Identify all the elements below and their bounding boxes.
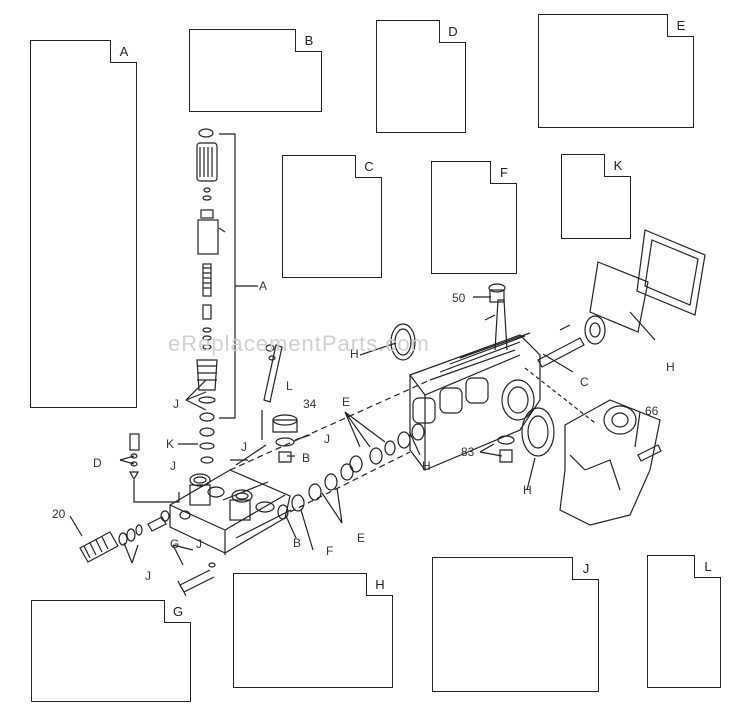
bearing-housing: [559, 399, 661, 526]
gasket-plates: [589, 229, 706, 333]
callout-h-right: H: [666, 360, 675, 374]
plug-34: [272, 414, 298, 463]
callout-j-34: J: [324, 432, 330, 446]
callout-j-upper: J: [173, 397, 179, 411]
kit-box-l[interactable]: L: [647, 555, 721, 688]
callout-g: G: [170, 537, 180, 551]
inlet-fitting-20: [79, 510, 170, 563]
kit-label-c: C: [355, 155, 382, 178]
bolt-66: [637, 444, 662, 462]
crankcase: [409, 283, 541, 471]
kit-label-f: F: [490, 161, 517, 184]
kit-box-j[interactable]: J: [432, 557, 599, 692]
kit-label-l: L: [694, 555, 721, 578]
kit-label-b: B: [295, 29, 322, 52]
callout-e-bottom: E: [357, 531, 366, 545]
callout-e-top: E: [342, 395, 351, 409]
callout-20: 20: [52, 507, 66, 521]
callout-j-left: J: [145, 569, 151, 583]
callout-j-g: J: [196, 537, 202, 551]
shaft-c: [537, 315, 606, 368]
callout-c: C: [580, 375, 589, 389]
kit-label-k: K: [604, 154, 631, 177]
callout-a: A: [259, 279, 268, 293]
callout-34: 34: [303, 397, 317, 411]
unloader-column: [196, 128, 226, 464]
callout-l: L: [286, 379, 293, 393]
kit-box-b[interactable]: B: [189, 29, 322, 112]
callout-k: K: [166, 437, 175, 451]
seal-h-left: [390, 323, 416, 361]
callout-h-left: H: [350, 347, 359, 361]
callout-h-seal: H: [422, 459, 431, 473]
kit-box-f[interactable]: F: [431, 161, 517, 274]
nipple-l: [235, 344, 283, 466]
manifold: [169, 469, 291, 555]
packing-stack: [222, 423, 425, 539]
callout-b-bottom: B: [293, 536, 302, 550]
kit-box-g[interactable]: G: [31, 600, 191, 702]
callout-83: 83: [461, 445, 475, 459]
callout-f: F: [326, 544, 334, 558]
bolts-g: [177, 562, 216, 597]
callout-50: 50: [452, 291, 466, 305]
watermark: eReplacementParts.com: [168, 331, 430, 356]
kit-box-e[interactable]: E: [538, 14, 694, 128]
kit-box-d[interactable]: D: [376, 20, 466, 133]
fitting-d: [128, 433, 180, 503]
kit-label-h: H: [366, 573, 393, 596]
kit-box-k[interactable]: K: [561, 154, 631, 239]
kit-label-d: D: [439, 20, 466, 43]
callout-d: D: [93, 456, 102, 470]
seal-h-middle: [521, 407, 555, 457]
callout-j-k: J: [241, 440, 247, 454]
callout-h-mid: H: [523, 483, 532, 497]
kit-label-a: A: [110, 40, 137, 63]
kit-box-h[interactable]: H: [233, 573, 393, 688]
kit-box-a[interactable]: A: [30, 40, 137, 408]
kit-label-g: G: [164, 600, 191, 623]
callout-b-34: B: [302, 451, 311, 465]
kit-label-e: E: [667, 14, 694, 37]
callout-66: 66: [645, 404, 659, 418]
kit-label-j: J: [572, 557, 599, 580]
kit-box-c[interactable]: C: [282, 155, 382, 278]
callout-j-d: J: [170, 459, 176, 473]
